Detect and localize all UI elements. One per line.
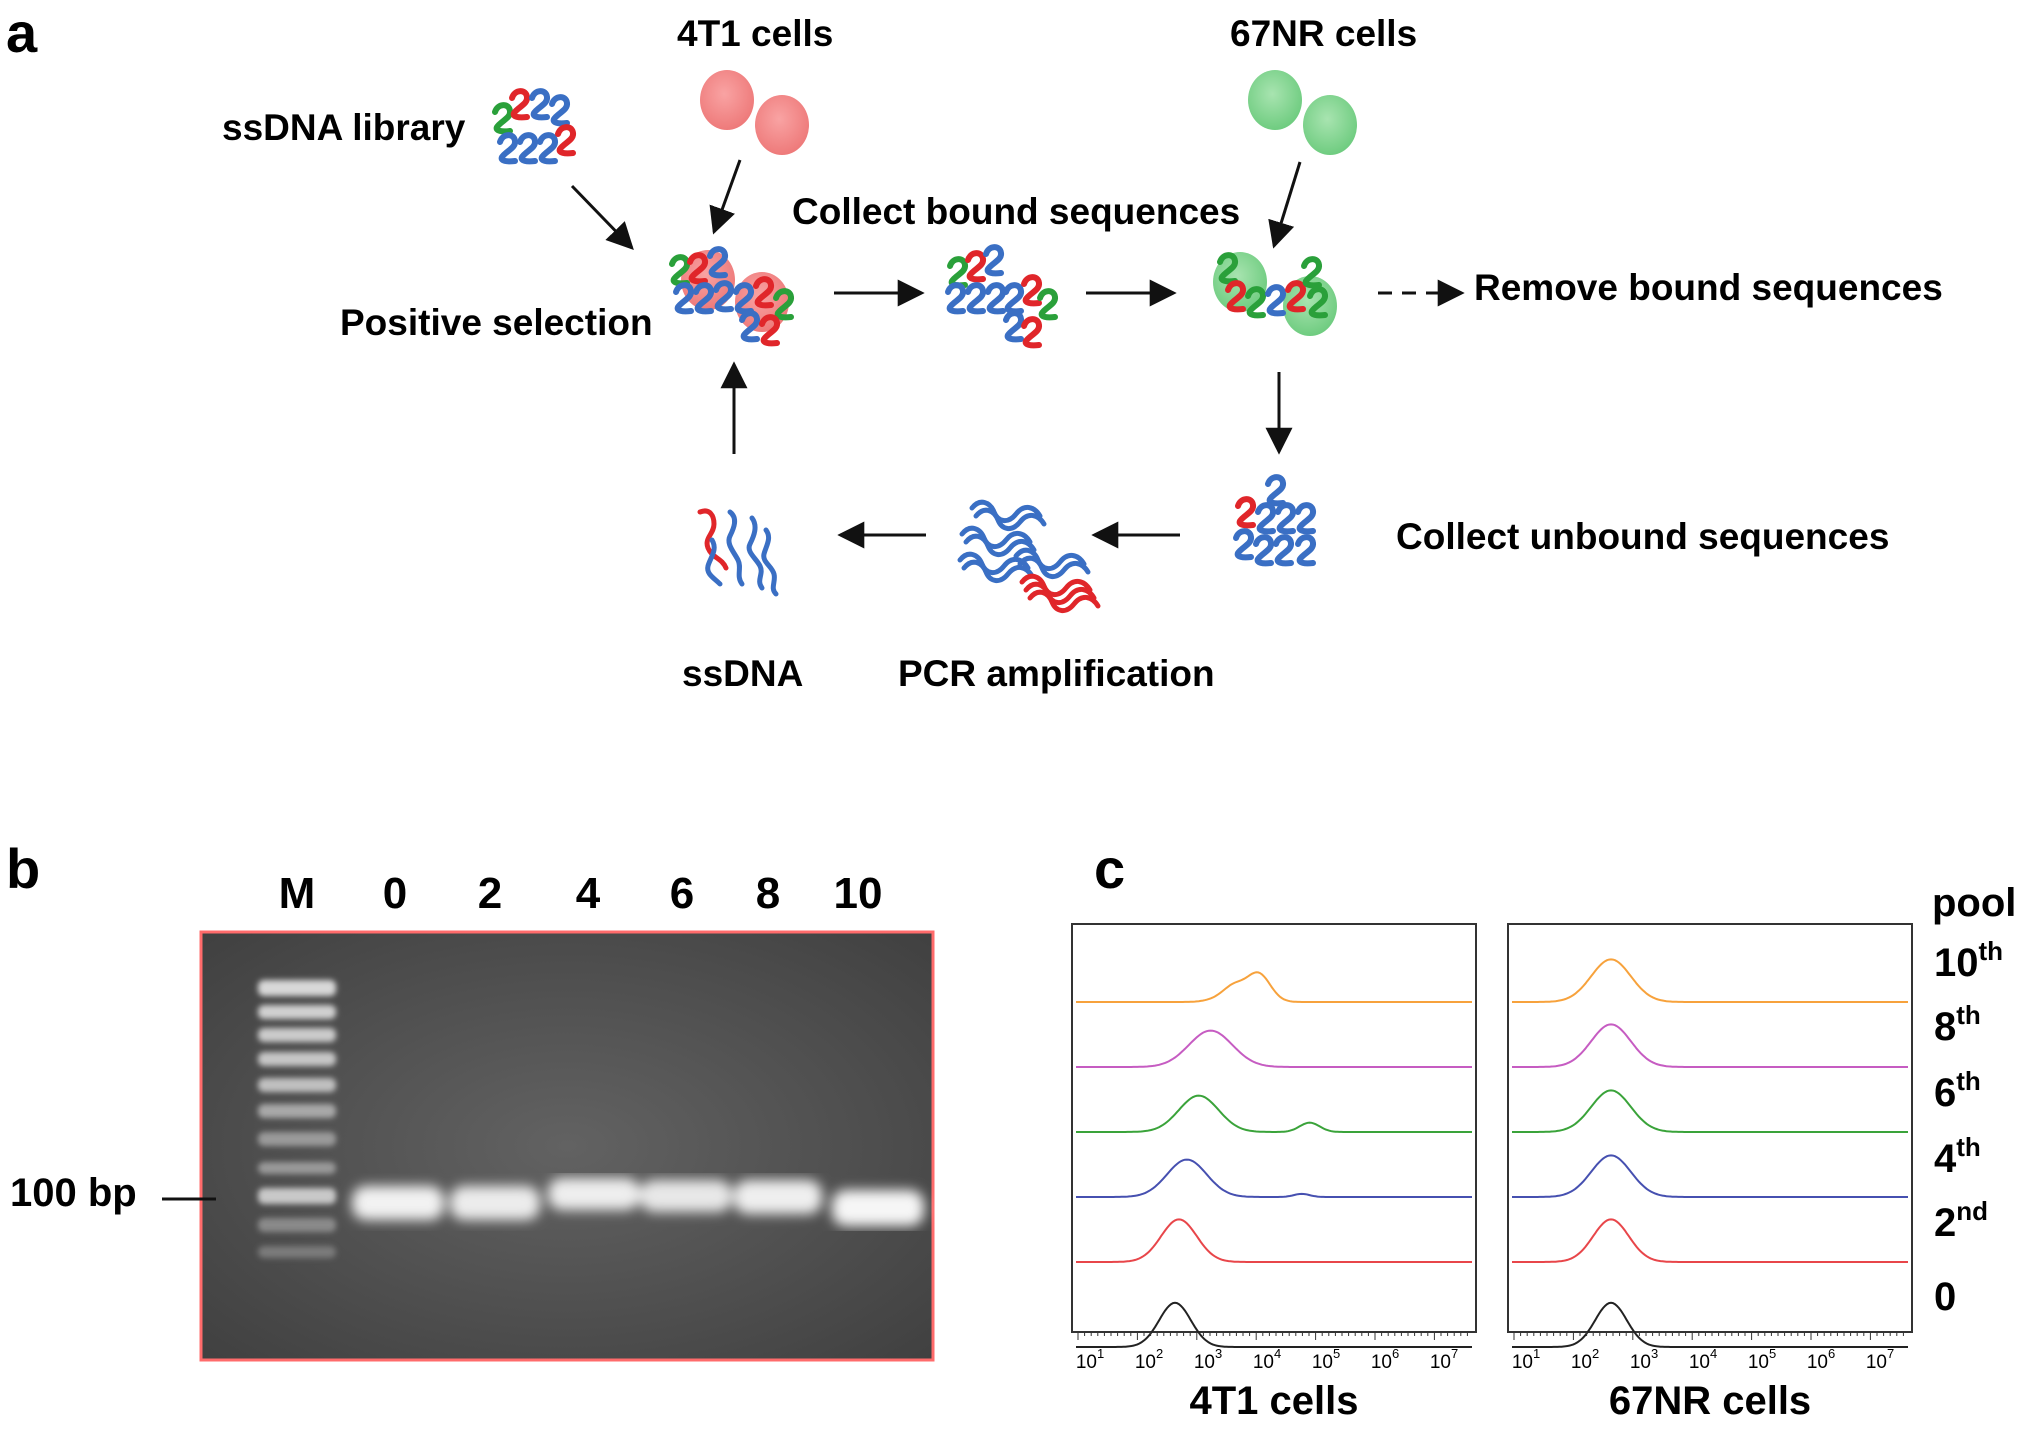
histogram-series — [1512, 1218, 1908, 1263]
label-4t1-cells: 4T1 cells — [677, 13, 833, 54]
axis-tick-label: 101 — [1076, 1346, 1104, 1373]
label-ssdna: ssDNA — [682, 653, 803, 694]
label-ssdna-library: ssDNA library — [222, 107, 466, 148]
histogram-series — [1512, 1089, 1908, 1133]
axis-tick-label: 105 — [1748, 1346, 1776, 1373]
axis-tick-label: 104 — [1689, 1346, 1717, 1373]
arrow-67nr-to-negative — [1268, 161, 1302, 249]
axis-tick-label: 103 — [1630, 1346, 1658, 1373]
flow-plot-frame — [1507, 923, 1913, 1333]
axis-tick-label: 106 — [1807, 1346, 1835, 1373]
pool-label: 6th — [1934, 1066, 1981, 1115]
unbound-sequences-icon — [1236, 477, 1313, 563]
panel-c-letter: c — [1094, 837, 1125, 900]
cell-67nr-icon — [1248, 70, 1357, 155]
bound-sequences-icon — [948, 247, 1055, 345]
panel-b: b M 0 2 4 6 8 10 100 bp — [6, 837, 935, 1362]
axis-tick-label: 101 — [1512, 1346, 1540, 1373]
histogram-series — [1076, 1094, 1472, 1133]
lane-label: 8 — [756, 869, 780, 918]
pool-label: 4th — [1934, 1132, 1981, 1181]
axis-tick-label: 105 — [1312, 1346, 1340, 1373]
negative-selection-complex-icon — [1213, 252, 1337, 336]
axis-tick-label: 102 — [1571, 1346, 1599, 1373]
histogram-series — [1076, 1301, 1472, 1348]
axis-tick-label: 107 — [1866, 1346, 1894, 1373]
panel-c: c pool 10th 8th 6th 4th 2nd 0 101 102 103 104 105… — [1071, 837, 2016, 1423]
lane-label: 10 — [834, 869, 883, 918]
axis-tick-label: 104 — [1253, 1346, 1281, 1373]
marker-100bp-label: 100 bp — [10, 1171, 137, 1215]
flow-plot-frame — [1071, 923, 1477, 1333]
lane-label: M — [279, 869, 316, 918]
axis-tick-label: 103 — [1194, 1346, 1222, 1373]
panel-a-letter: a — [6, 1, 38, 64]
histogram-series — [1512, 1301, 1908, 1348]
arrow-library-to-selection — [570, 184, 634, 250]
sample-bands — [352, 1178, 924, 1226]
axis-tick-label: 107 — [1430, 1346, 1458, 1373]
histogram-series — [1076, 1029, 1472, 1068]
label-67nr-cells: 67NR cells — [1230, 13, 1417, 54]
panel-b-letter: b — [6, 837, 40, 900]
histogram-series — [1076, 1218, 1472, 1263]
histogram-series — [1512, 958, 1908, 1003]
pool-label: 2nd — [1934, 1196, 1988, 1245]
label-collect-unbound: Collect unbound sequences — [1396, 516, 1889, 557]
axis-tick-label: 106 — [1371, 1346, 1399, 1373]
positive-selection-complex-icon — [672, 249, 791, 343]
arrow-4t1-to-selection — [709, 159, 742, 235]
flow-plot-title: 4T1 cells — [1189, 1379, 1358, 1423]
histogram-series — [1076, 971, 1472, 1003]
dna-library-icon — [495, 91, 573, 161]
label-collect-bound: Collect bound sequences — [792, 191, 1240, 232]
label-remove-bound: Remove bound sequences — [1474, 267, 1943, 308]
histogram-series — [1076, 1158, 1472, 1198]
pool-legend-title: pool — [1932, 881, 2016, 925]
cell-4t1-icon — [700, 70, 809, 155]
histogram-series — [1512, 1023, 1908, 1068]
pool-labels: 10th 8th 6th 4th 2nd 0 — [1934, 936, 2003, 1319]
pool-label: 8th — [1934, 1000, 1981, 1049]
ssdna-strands-icon — [697, 508, 779, 597]
lane-label: 0 — [383, 869, 407, 918]
pcr-strands-icon — [960, 502, 1098, 610]
label-pcr-amplification: PCR amplification — [898, 653, 1215, 694]
flow-plots: 101 102 103 104 105 106 107 4T1 cells 101 102 103 1… — [1071, 923, 1913, 1423]
axis-tick-label: 102 — [1135, 1346, 1163, 1373]
panel-a: a 4T1 cells 67NR cells ssDNA library Col… — [6, 1, 1943, 694]
lane-label: 2 — [478, 869, 502, 918]
histogram-series — [1512, 1154, 1908, 1198]
lane-label: 6 — [670, 869, 694, 918]
lane-label: 4 — [576, 869, 601, 918]
label-positive-selection: Positive selection — [340, 302, 653, 343]
flow-plot-title: 67NR cells — [1609, 1379, 1811, 1423]
lane-labels: M 0 2 4 6 8 10 — [279, 869, 883, 918]
pool-label: 0 — [1934, 1275, 1956, 1319]
pool-label: 10th — [1934, 936, 2003, 985]
marker-ladder — [258, 980, 336, 1258]
